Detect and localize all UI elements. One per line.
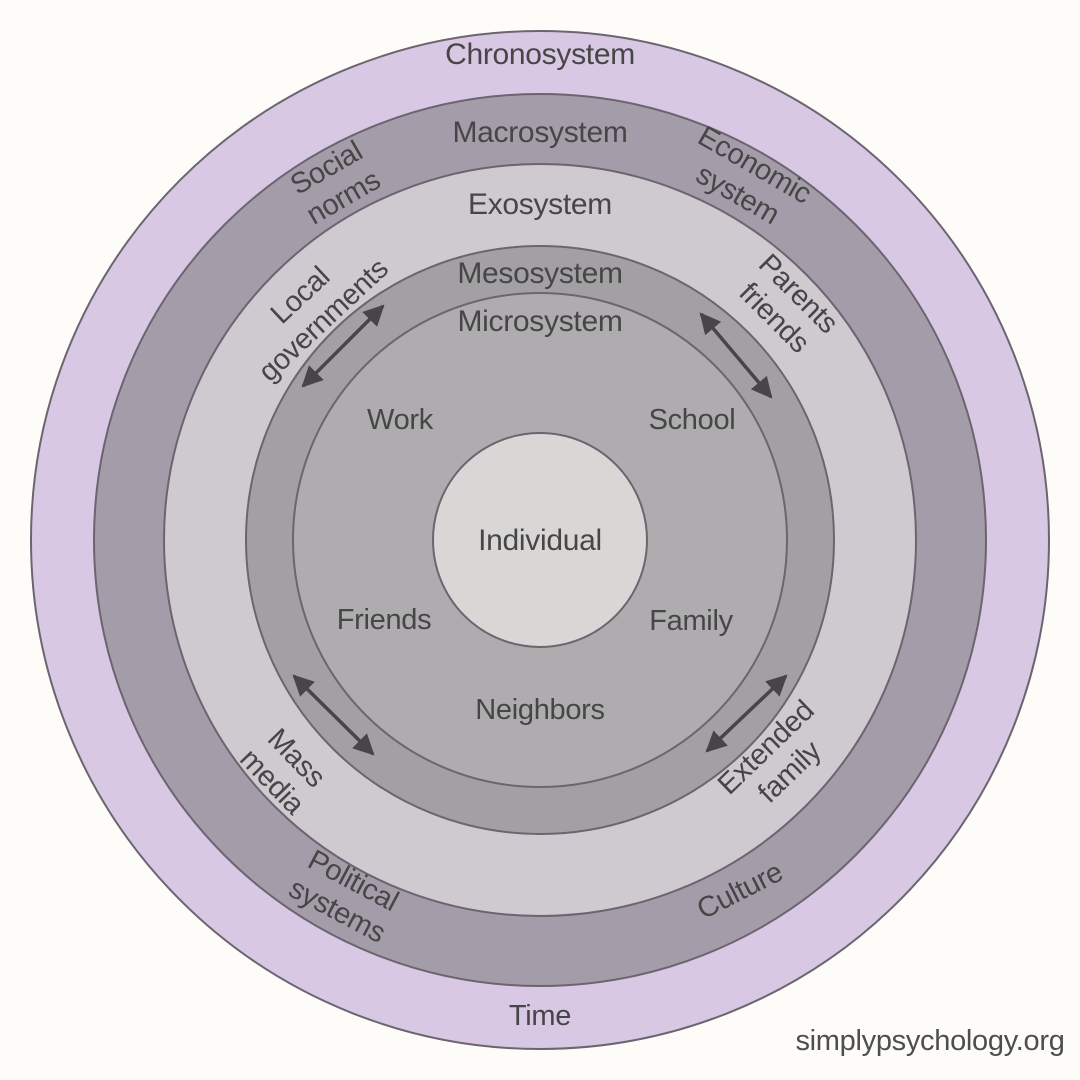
macrosystem-label: Macrosystem	[452, 116, 628, 149]
school-label: School	[648, 404, 736, 436]
time-label: Time	[508, 1000, 572, 1032]
microsystem-label: Microsystem	[457, 305, 623, 338]
mesosystem-label: Mesosystem	[457, 257, 623, 290]
neighbors-label: Neighbors	[475, 694, 605, 726]
family-label: Family	[649, 605, 733, 637]
individual-circle	[432, 432, 648, 648]
chronosystem-label: Chronosystem	[445, 38, 635, 71]
work-label: Work	[367, 404, 433, 436]
individual-label: Individual	[478, 524, 602, 557]
watermark-text: simplypsychology.org	[795, 1025, 1065, 1057]
exosystem-label: Exosystem	[467, 188, 613, 221]
friends-label: Friends	[336, 604, 432, 636]
